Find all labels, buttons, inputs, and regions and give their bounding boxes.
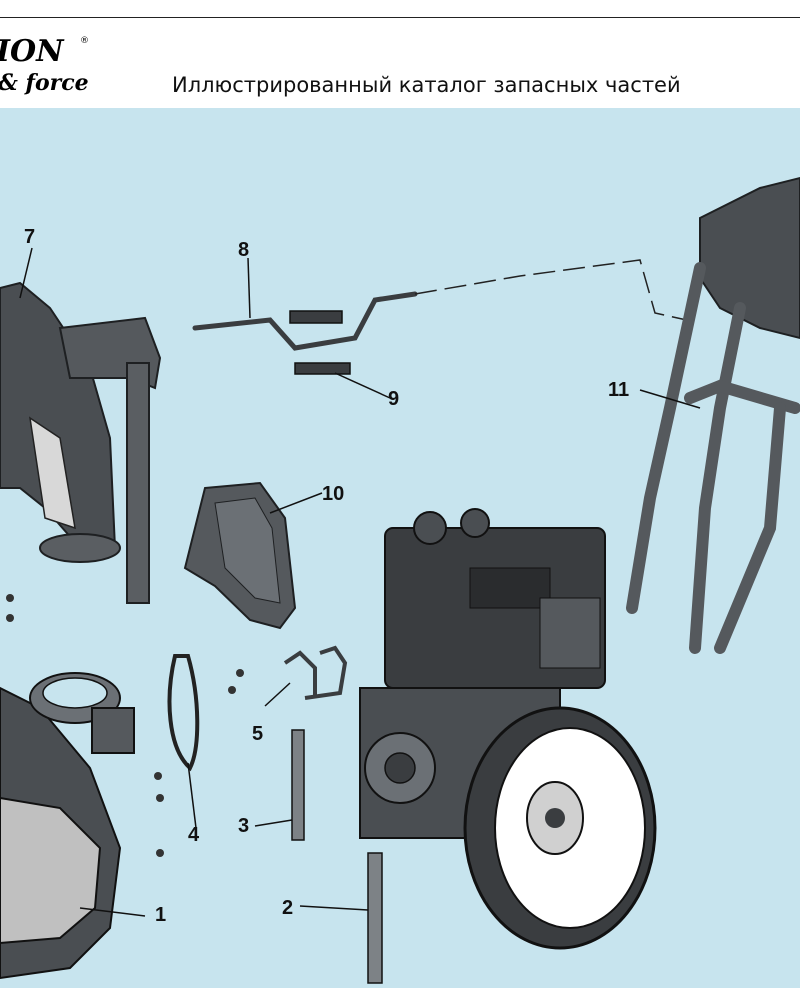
callout-10: 10 [322, 483, 344, 505]
callout-2: 2 [282, 897, 293, 919]
callout-9: 9 [388, 388, 399, 410]
leader-lines [19, 247, 701, 917]
brand-logo: ION ® & force [0, 30, 120, 100]
callout-5: 5 [252, 723, 263, 745]
brand-logo-line1: ION [0, 34, 64, 69]
callout-3: 3 [238, 815, 249, 837]
part-bracket [283, 645, 348, 700]
part-handle [626, 176, 800, 654]
callout-8: 8 [238, 239, 249, 261]
catalog-title: Иллюстрированный каталог запасных частей [172, 73, 681, 97]
part-strip [291, 729, 383, 984]
callout-11: 11 [608, 379, 629, 401]
part-chute [0, 281, 162, 604]
part-belt-cover [183, 481, 297, 630]
header-rule [0, 17, 800, 18]
part-hardware [6, 594, 244, 857]
callout-4: 4 [188, 824, 200, 846]
callout-1: 1 [155, 904, 166, 926]
brand-logo-registered: ® [80, 36, 89, 46]
parts-diagram: 1 2 3 4 5 7 8 9 10 11 [0, 108, 800, 988]
parts-diagram-drawing: 1 2 3 4 5 7 8 9 10 11 [0, 176, 800, 984]
part-rod [192, 259, 701, 375]
part-auger-housing [0, 672, 135, 980]
brand-logo-line2: & force [0, 70, 89, 96]
callout-7: 7 [24, 226, 35, 248]
part-wheel [463, 706, 657, 950]
part-belt [167, 654, 200, 772]
